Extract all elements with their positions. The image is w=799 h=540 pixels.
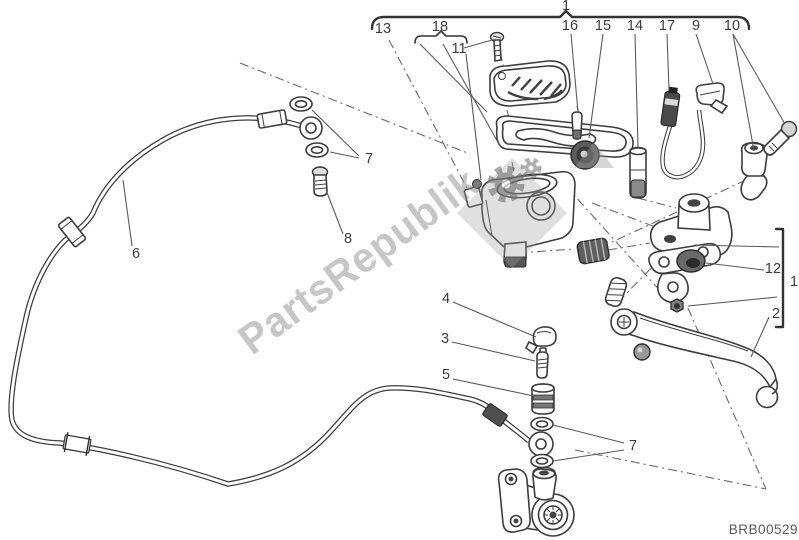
inlet-port bbox=[664, 235, 676, 243]
slave-inlet-boss bbox=[532, 466, 557, 501]
mounting-clamp bbox=[740, 141, 768, 201]
hose-crimp-fitting bbox=[256, 109, 288, 129]
banjo-eye bbox=[299, 116, 323, 140]
reservoir-spigot bbox=[503, 241, 527, 268]
switch-tab bbox=[709, 98, 729, 115]
cap bbox=[524, 326, 557, 355]
callout-7: 7 bbox=[365, 151, 373, 167]
callout-6: 6 bbox=[132, 246, 140, 262]
lever-ball-end bbox=[755, 385, 779, 409]
clutch-lever bbox=[610, 308, 779, 409]
callout-9: 9 bbox=[692, 18, 700, 34]
ducati-logo-hatching bbox=[507, 76, 563, 101]
hose-clamp-marker bbox=[62, 432, 92, 456]
sealing-washer bbox=[530, 453, 554, 469]
callout-15: 15 bbox=[595, 18, 611, 34]
retaining-clip bbox=[463, 185, 484, 208]
gear-icon bbox=[487, 165, 525, 203]
callout-2: 2 bbox=[772, 306, 780, 322]
banjo-bolt bbox=[311, 166, 329, 197]
piston-boot bbox=[676, 249, 706, 273]
clutch-hose bbox=[8, 109, 531, 487]
microswitch bbox=[695, 82, 729, 115]
callout-12: 12 bbox=[765, 261, 781, 277]
master-cylinder-body bbox=[648, 193, 733, 304]
callout-16: 16 bbox=[562, 18, 578, 34]
filler-screw bbox=[489, 31, 505, 62]
hose-sleeve bbox=[57, 216, 87, 248]
rubber-grommet bbox=[570, 140, 600, 170]
watermark-triangle bbox=[574, 142, 614, 168]
callout-10: 10 bbox=[724, 18, 740, 34]
banjo-eye bbox=[528, 431, 554, 457]
watermark-diamond bbox=[457, 158, 567, 268]
flange-nut bbox=[670, 298, 684, 313]
lever-pivot bbox=[610, 308, 638, 336]
gear-icon-small bbox=[520, 157, 542, 179]
bracket-group-1-top bbox=[370, 9, 751, 31]
callout-8: 8 bbox=[344, 231, 352, 247]
callout-5: 5 bbox=[442, 367, 450, 383]
hose-crimp-dark bbox=[482, 403, 508, 427]
sealing-washer bbox=[289, 96, 313, 112]
callout-brackets bbox=[370, 9, 785, 329]
cable-connector bbox=[660, 86, 681, 128]
return-spring bbox=[604, 276, 628, 308]
bracket-group-1-right bbox=[774, 227, 785, 329]
clip-screw bbox=[472, 179, 482, 189]
piston bbox=[629, 146, 647, 199]
leader-lines bbox=[122, 33, 786, 462]
callout-1: 1 bbox=[562, 0, 570, 14]
cover-gasket bbox=[495, 115, 634, 158]
callout-14: 14 bbox=[627, 18, 643, 34]
upper-banjo-group bbox=[289, 96, 329, 197]
clamp-bolt bbox=[763, 120, 798, 156]
bleed-valve bbox=[536, 347, 549, 379]
callout-17: 17 bbox=[659, 18, 675, 34]
callout-13: 13 bbox=[375, 21, 391, 37]
lower-banjo-group bbox=[528, 416, 554, 469]
callout-11: 11 bbox=[451, 41, 466, 57]
callout-1: 1 bbox=[790, 274, 798, 290]
callout-18: 18 bbox=[432, 19, 448, 35]
fiche-code: BRB00529 bbox=[729, 522, 798, 537]
dust-bellows bbox=[576, 237, 610, 265]
bracket-group-18 bbox=[414, 30, 468, 44]
switch-wire bbox=[660, 109, 706, 180]
reservoir-cover bbox=[489, 60, 571, 107]
callout-7: 7 bbox=[629, 438, 637, 454]
adjuster-knob bbox=[633, 343, 651, 361]
sealing-washer bbox=[305, 142, 329, 158]
callout-3: 3 bbox=[441, 331, 449, 347]
hose-fitting bbox=[531, 383, 555, 415]
callout-4: 4 bbox=[442, 291, 450, 307]
pushrod-pin bbox=[571, 111, 583, 140]
sealing-washer bbox=[530, 416, 554, 432]
slave-cylinder bbox=[497, 466, 575, 537]
